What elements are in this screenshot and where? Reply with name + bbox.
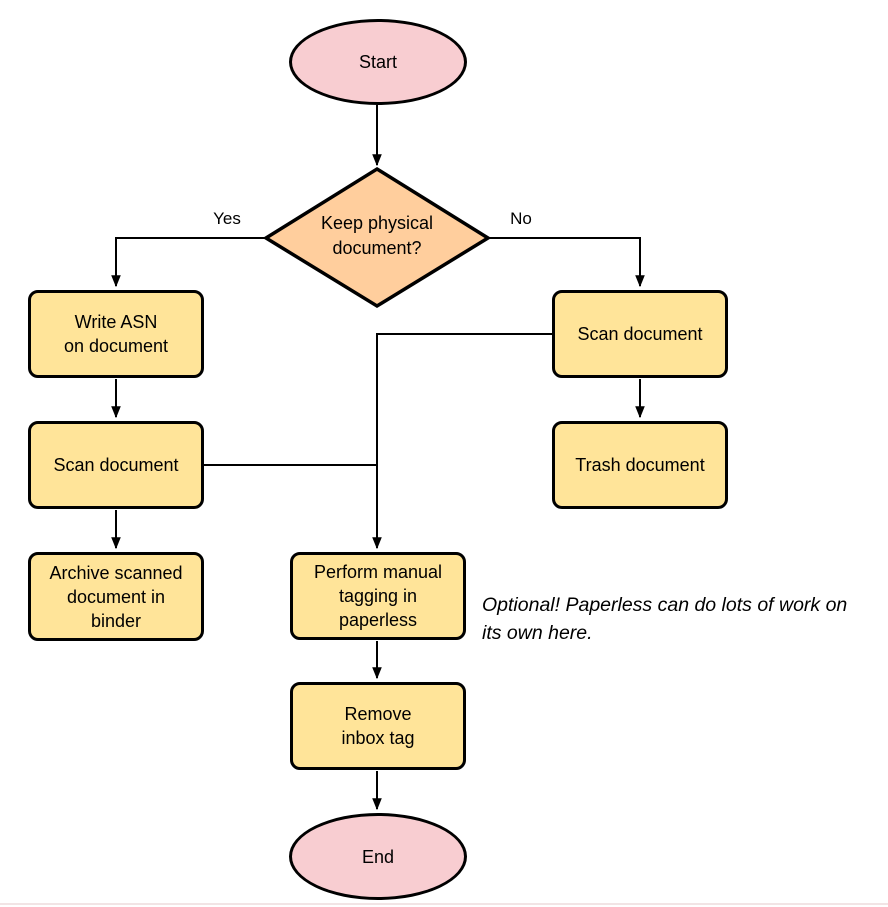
write-asn-line2: on document [63, 336, 169, 356]
trash-line1: Trash document [575, 455, 705, 475]
scan-right-line1: Scan document [577, 324, 703, 344]
node-write-asn: Write ASN on document [28, 290, 204, 378]
node-remove-inbox: Remove inbox tag [290, 682, 466, 770]
tagging-line3: paperless [338, 610, 418, 630]
decision-label-line1: Keep physical [320, 213, 434, 233]
node-archive: Archive scanned document in binder [28, 552, 204, 641]
connector-decision-yes-to-write-asn [111, 237, 266, 288]
connector-scan-right-to-tagging [372, 333, 552, 550]
node-decision-label: Keep physical document? [287, 211, 467, 261]
node-tagging: Perform manual tagging in paperless [290, 552, 466, 640]
edge-label-no: No [510, 209, 532, 228]
node-trash: Trash document [552, 421, 728, 509]
tagging-line2: tagging in [338, 586, 418, 606]
annotation-line1: Optional! Paperless can do lots of work … [482, 594, 848, 616]
node-scan-left: Scan document [28, 421, 204, 509]
annotation-line2: its own here. [482, 622, 593, 644]
tagging-line1: Perform manual [313, 562, 443, 582]
annotation-optional-note: Optional! Paperless can do lots of work … [482, 591, 888, 647]
archive-line2: document in [66, 586, 166, 607]
archive-line1: Archive scanned [49, 562, 183, 583]
scan-left-line1: Scan document [53, 455, 179, 475]
connector-decision-no-to-scan-right [488, 237, 645, 288]
node-start-label: Start [358, 52, 397, 72]
edge-label-yes: Yes [213, 209, 241, 228]
remove-inbox-line1: Remove [344, 704, 412, 724]
node-start: Start [289, 19, 467, 105]
decision-diamond-shape [262, 166, 492, 309]
archive-line3: binder [90, 610, 142, 631]
remove-inbox-line2: inbox tag [341, 728, 415, 748]
bottom-edge-rule [0, 903, 888, 905]
node-end-label: End [361, 846, 395, 867]
decision-label-line2: document? [332, 238, 422, 258]
write-asn-line1: Write ASN [74, 312, 158, 332]
node-end: End [289, 813, 467, 900]
node-scan-right: Scan document [552, 290, 728, 378]
